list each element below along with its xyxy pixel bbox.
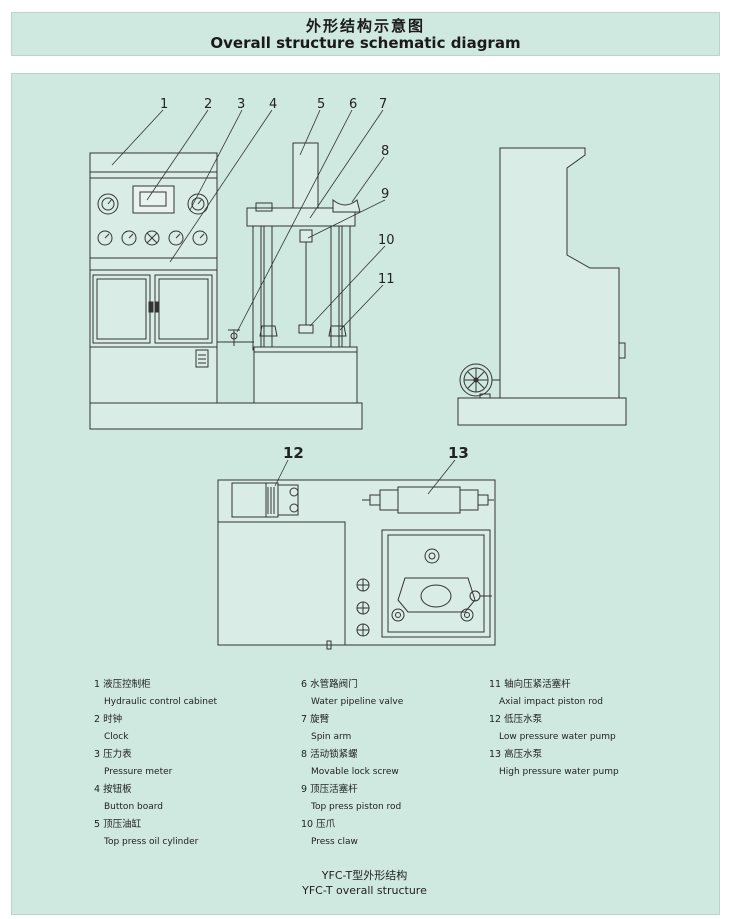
callout-10: 10 xyxy=(378,233,395,248)
legend-item-3-en: Pressure meter xyxy=(104,766,173,777)
legend-item-7-en: Spin arm xyxy=(311,731,352,742)
legend-item-13-en: High pressure water pump xyxy=(499,766,619,777)
plan-view xyxy=(217,479,496,650)
legend-item-3-cn: 3 压力表 xyxy=(94,749,132,760)
legend-column-3: 11 轴向压紧活塞杆 Axial impact piston rod 12 低压… xyxy=(489,676,619,781)
pressure-gauge xyxy=(97,193,119,215)
legend-item-6-cn: 6 水管路阀门 xyxy=(301,679,358,690)
legend-item-9-en: Top press piston rod xyxy=(311,801,402,812)
work-table xyxy=(253,346,358,404)
legend-item-4-en: Button board xyxy=(104,801,163,812)
callout-4: 4 xyxy=(269,97,277,112)
legend-item-6-en: Water pipeline valve xyxy=(311,696,404,707)
base-plate xyxy=(89,402,363,430)
callout-2: 2 xyxy=(204,97,212,112)
legend-item-7-cn: 7 旋臂 xyxy=(301,714,330,725)
callout-7: 7 xyxy=(379,97,387,112)
legend-item-11-en: Axial impact piston rod xyxy=(499,696,603,707)
title-english: Overall structure schematic diagram xyxy=(210,34,521,52)
low-pressure-pump xyxy=(231,482,267,518)
callout-12: 12 xyxy=(283,444,304,462)
legend-item-4-cn: 4 按钮板 xyxy=(94,784,132,795)
legend-item-10-cn: 10 压爪 xyxy=(301,819,336,830)
caption-en: YFC-T overall structure xyxy=(302,884,427,897)
legend-item-13-cn: 13 高压水泵 xyxy=(489,749,543,760)
title-band: 外形结构示意图 Overall structure schematic diag… xyxy=(11,12,720,56)
legend-item-8-en: Movable lock screw xyxy=(311,766,399,777)
callout-13: 13 xyxy=(448,444,469,462)
callout-9: 9 xyxy=(381,187,389,202)
legend-item-5-en: Top press oil cylinder xyxy=(104,836,199,847)
legend-column-2: 6 水管路阀门 Water pipeline valve 7 旋臂 Spin a… xyxy=(301,676,403,851)
legend-item-8-cn: 8 活动锁紧螺 xyxy=(301,749,358,760)
lock-screw xyxy=(332,198,361,213)
press-claw xyxy=(298,324,314,334)
side-view xyxy=(457,147,627,426)
legend-item-5-cn: 5 顶压油缸 xyxy=(94,819,142,830)
leader-lines xyxy=(111,109,456,495)
callout-8: 8 xyxy=(381,144,389,159)
piston-rod xyxy=(299,229,313,243)
callout-11: 11 xyxy=(378,272,395,287)
legend-item-9-cn: 9 顶压活塞杆 xyxy=(301,784,358,795)
callout-1: 1 xyxy=(160,97,168,112)
title-chinese: 外形结构示意图 xyxy=(305,17,425,35)
hydraulic-cabinet xyxy=(89,152,218,404)
top-press-cylinder xyxy=(292,142,319,209)
legend-item-12-cn: 12 低压水泵 xyxy=(489,714,543,725)
legend-item-1-en: Hydraulic control cabinet xyxy=(104,696,218,707)
legend-item-10-en: Press claw xyxy=(311,836,358,847)
legend-item-2-en: Clock xyxy=(104,731,129,742)
legend-item-11-cn: 11 轴向压紧活塞杆 xyxy=(489,679,571,690)
legend-item-12-en: Low pressure water pump xyxy=(499,731,616,742)
claw-assembly xyxy=(420,584,452,608)
press-frame xyxy=(217,142,361,404)
legend-item-2-cn: 2 时钟 xyxy=(94,714,123,725)
high-pressure-pump xyxy=(397,486,461,514)
caption-cn: YFC-T型外形结构 xyxy=(321,869,408,882)
legend-item-1-cn: 1 液压控制柜 xyxy=(94,679,151,690)
legend-column-1: 1 液压控制柜 Hydraulic control cabinet 2 时钟 C… xyxy=(94,676,217,851)
callout-5: 5 xyxy=(317,97,325,112)
figure-caption: YFC-T型外形结构 YFC-T overall structure xyxy=(0,868,729,898)
callout-6: 6 xyxy=(349,97,357,112)
callout-numbers: 1 2 3 4 5 6 7 8 9 10 11 12 13 xyxy=(160,97,469,462)
callout-3: 3 xyxy=(237,97,245,112)
